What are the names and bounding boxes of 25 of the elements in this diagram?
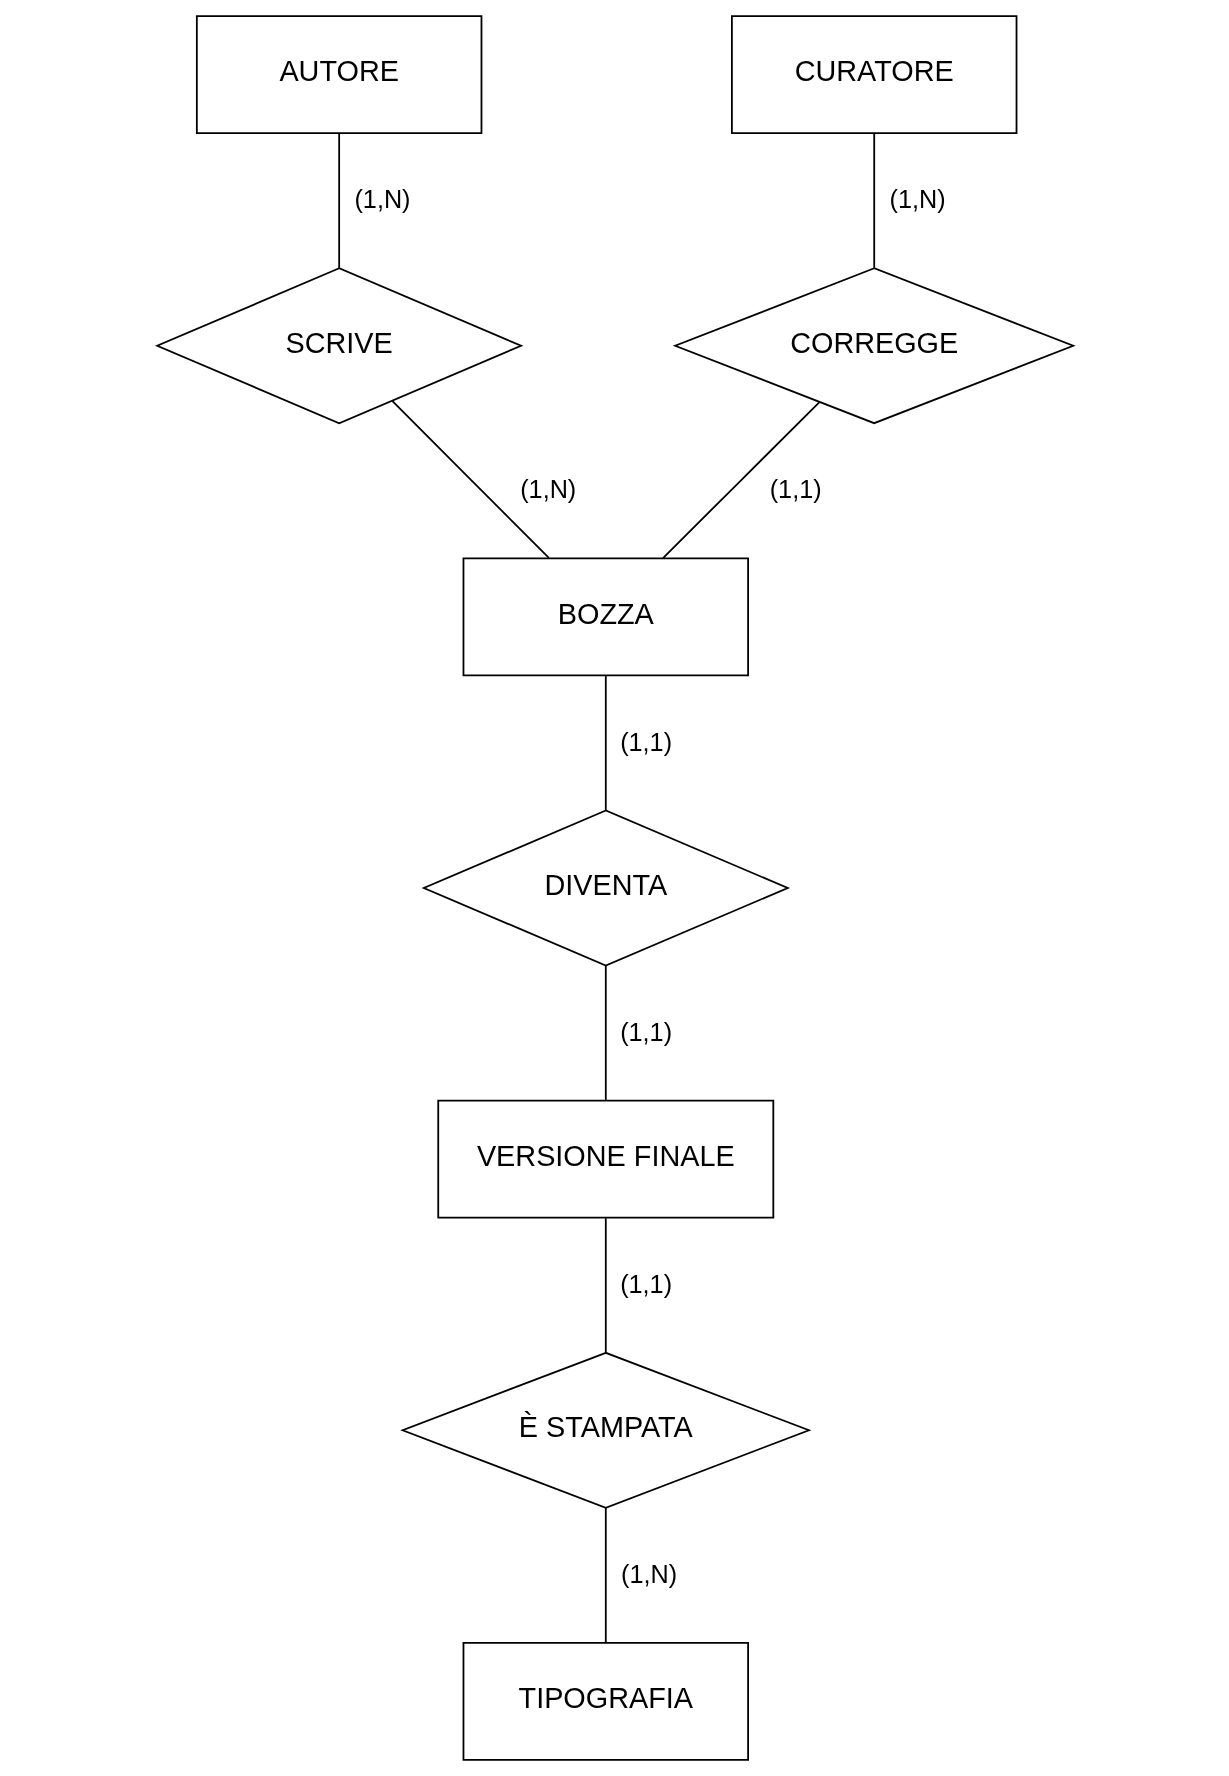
node-box: VERSIONE FINALE [436, 1099, 774, 1219]
node-diamond: DIVENTA [421, 809, 790, 967]
node-diamond: CORREGGE [672, 267, 1076, 425]
connector [604, 964, 607, 1101]
connector [604, 675, 607, 811]
edge-label: (1,1) [619, 727, 672, 756]
edge-label: (1,N) [519, 475, 576, 504]
connector [604, 1507, 607, 1644]
connector [872, 132, 875, 269]
node-box: AUTORE [195, 15, 482, 135]
edge-label: (1,1) [619, 1017, 672, 1046]
node-diamond: SCRIVE [154, 267, 523, 425]
node-box: BOZZA [462, 557, 749, 677]
node-diamond: È STAMPATA [399, 1351, 811, 1509]
connector [337, 132, 340, 269]
edge-label: (1,N) [889, 185, 946, 214]
edge-label: (1,N) [353, 185, 411, 214]
node-box: CURATORE [730, 15, 1017, 135]
connector [661, 401, 820, 559]
edge-label: (1,1) [619, 1269, 672, 1298]
edge-label: (1,1) [769, 475, 822, 504]
edge-label: (1,N) [620, 1559, 677, 1588]
connector [604, 1217, 607, 1354]
node-box: TIPOGRAFIA [462, 1641, 749, 1761]
connector [391, 400, 550, 559]
